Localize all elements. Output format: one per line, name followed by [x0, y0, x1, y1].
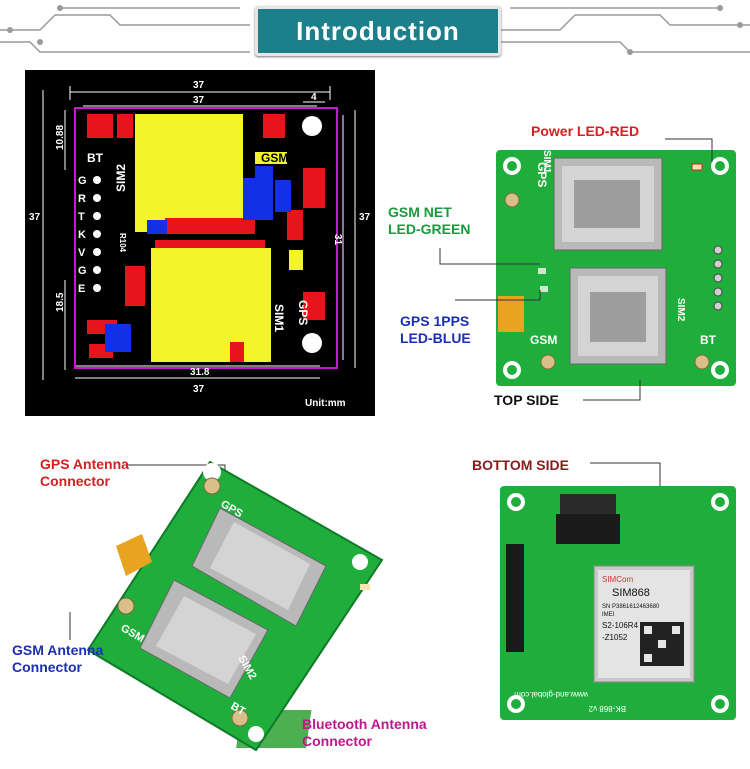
bt-antenna-label-1: Bluetooth Antenna	[302, 716, 427, 732]
dimension-drawing: G R T K V G E BT GSM SIM2 SIM1 GPS R104 …	[25, 70, 375, 416]
dim-bottom-width: 37	[193, 384, 205, 395]
chip-model: SIM868	[612, 587, 650, 599]
gsm-antenna-label-1: GSM Antenna	[12, 642, 104, 658]
silk-gps: GPS	[535, 162, 549, 187]
gps-antenna-label-2: Connector	[40, 473, 110, 489]
top-side-board: GPS GSM BT SIM1 SIM2	[496, 150, 736, 386]
bottom-side-board: SIMCom SIM868 SN P3861612463680 IMEI S2-…	[500, 486, 736, 720]
silk-r104: R104	[118, 233, 127, 253]
silk-bt: BT	[700, 333, 717, 347]
header-banner: Introduction	[0, 0, 750, 60]
dim-top-width: 37	[193, 80, 205, 91]
dim-small-top: 4	[311, 92, 317, 103]
gsm-net-label-2: LED-GREEN	[388, 221, 471, 237]
pin-label: R	[78, 193, 86, 205]
gps-pps-label-2: LED-BLUE	[400, 330, 471, 346]
silk-bt: BT	[87, 151, 104, 165]
gsm-net-label-1: GSM NET	[388, 204, 452, 220]
power-led-label: Power LED-RED	[531, 123, 640, 139]
pin-label: K	[78, 229, 86, 241]
silk-gps: GPS	[296, 300, 310, 325]
silk-sim2: SIM2	[114, 164, 128, 192]
board-url: www.and-global.com	[514, 690, 589, 699]
bt-antenna-label-2: Connector	[302, 733, 372, 749]
dim-bottom-inner: 31.8	[190, 367, 210, 378]
chip-imei: IMEI	[602, 612, 615, 618]
silk-sim1: SIM1	[541, 150, 552, 174]
board-id: BK-868 v2	[588, 704, 626, 713]
dim-right-inner: 31	[332, 234, 343, 246]
gps-antenna-label-1: GPS Antenna	[40, 456, 129, 472]
dim-inner-width: 37	[193, 95, 205, 106]
gps-pps-label-1: GPS 1PPS	[400, 313, 470, 329]
chip-brand: SIMCom	[602, 575, 633, 584]
dim-left-top: 10.88	[55, 125, 66, 150]
pin-label: G	[78, 175, 87, 187]
top-side-caption: TOP SIDE	[494, 392, 559, 408]
chip-rev: S2-106R4	[602, 621, 639, 630]
chip-sn: SN P3861612463680	[602, 604, 660, 610]
silk-gsm: GSM	[530, 333, 557, 347]
gsm-antenna-label-2: Connector	[12, 659, 82, 675]
pin-label: G	[78, 265, 87, 277]
page-title: Introduction	[255, 6, 501, 56]
unit-label: Unit:mm	[305, 398, 346, 409]
silk-gsm: GSM	[261, 151, 288, 165]
dim-side-height-right: 37	[359, 212, 371, 223]
dim-left-bottom: 18.5	[55, 292, 66, 312]
pin-label: E	[78, 283, 85, 295]
pin-label: V	[78, 247, 86, 259]
pin-label: T	[78, 211, 85, 223]
circuit-trace-decoration	[0, 5, 750, 55]
angled-board: GPS GSM BT SIM2	[60, 450, 400, 760]
bottom-side-caption: BOTTOM SIDE	[472, 457, 569, 473]
silk-sim1: SIM1	[272, 304, 286, 332]
silk-sim2: SIM2	[675, 298, 686, 322]
chip-code: -Z1052	[602, 633, 628, 642]
dim-side-height: 37	[29, 212, 41, 223]
